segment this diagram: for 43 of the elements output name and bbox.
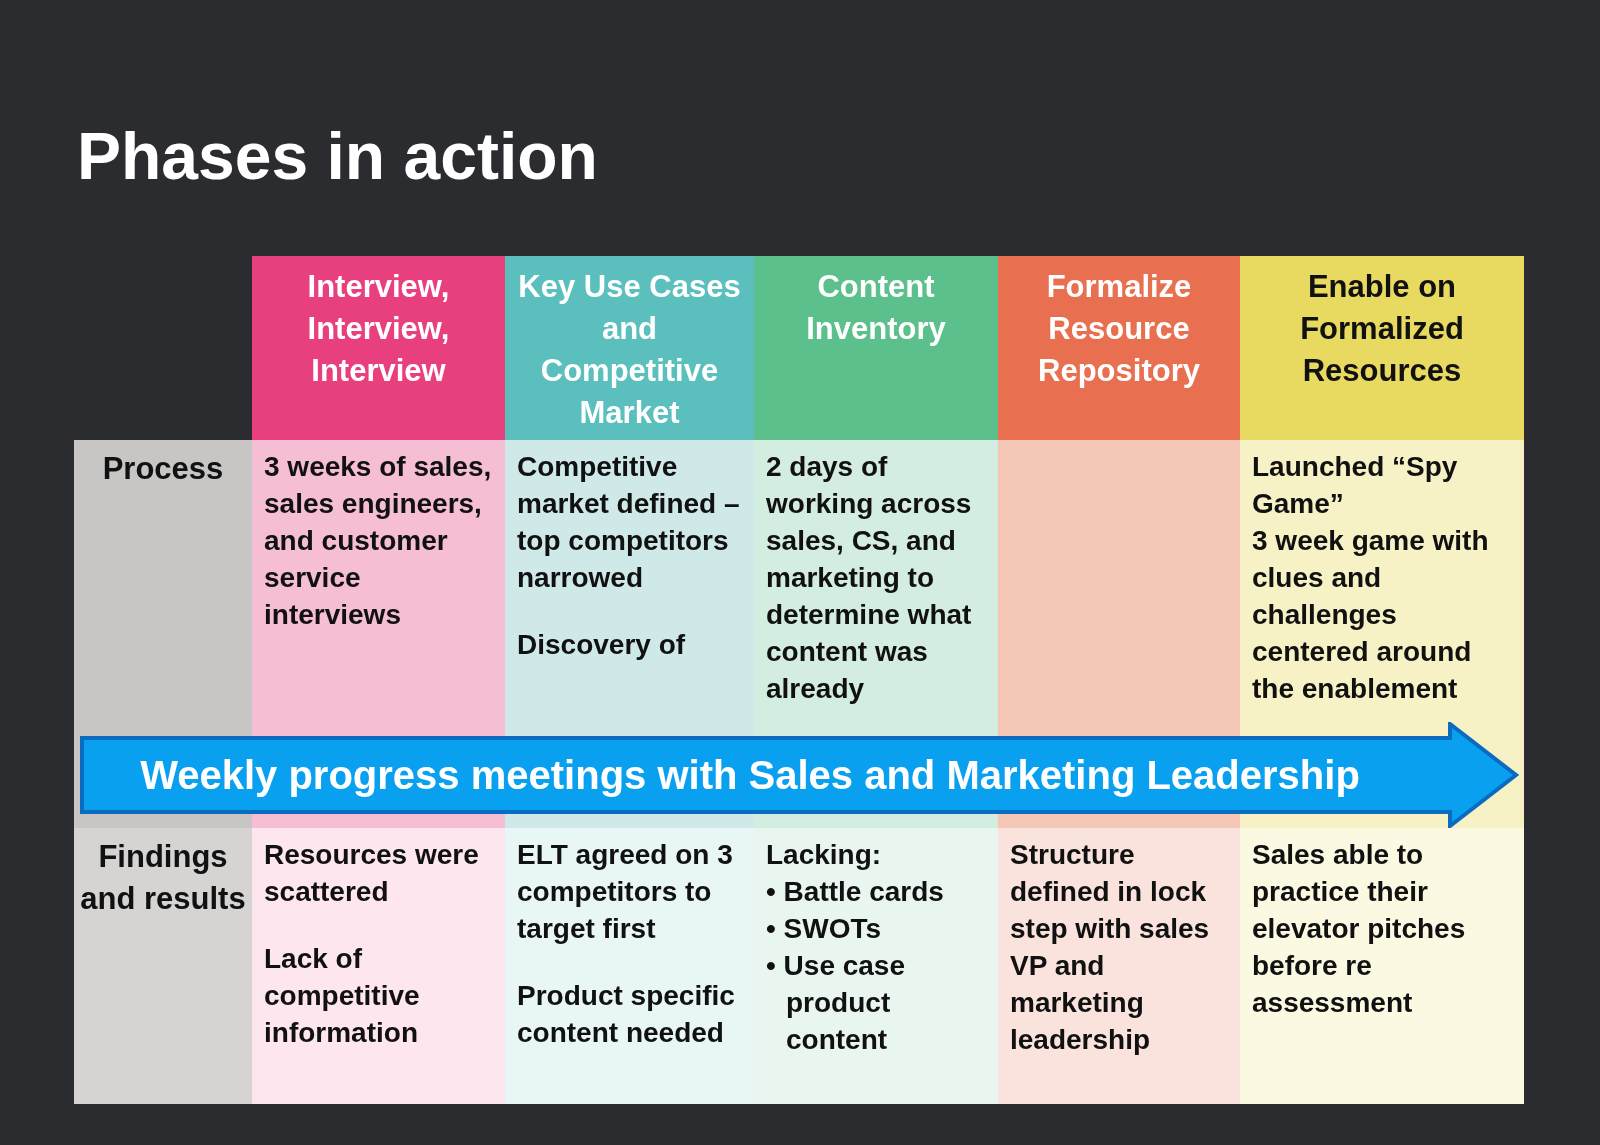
header-text: Formalize Resource Repository (1037, 268, 1201, 390)
row-label: Findings and results (80, 838, 246, 918)
cell-text: 3 weeks of sales, sales engineers, and customer service interviews (264, 450, 493, 632)
cell-text: Lack of competitive information (264, 942, 421, 1050)
list-item: • SWOTs (766, 912, 883, 946)
column-header (998, 256, 1240, 440)
column-header (754, 256, 998, 440)
row-label: Process (101, 450, 225, 488)
cell-text: Product specific content needed (517, 979, 736, 1050)
table-cell (1240, 828, 1524, 1104)
banner-text: Weekly progress meetings with Sales and Marketing Leadership (139, 752, 1361, 799)
table-cell (754, 440, 998, 722)
cell-text: Structure defined in lock step with sales VP and marketing leadership (1010, 838, 1211, 1057)
cell-text: Lacking: (766, 838, 883, 872)
table-cell (1240, 440, 1524, 722)
cell-text: Discovery of (517, 628, 687, 662)
row-header (74, 440, 252, 722)
column-header (252, 256, 505, 440)
table-cell (252, 828, 505, 1104)
column-header (1240, 256, 1524, 440)
table-cell (252, 440, 505, 722)
cell-text: Sales able to practice their elevator pitches before re assessment (1252, 838, 1467, 1020)
cell-text: 2 days of working across sales, CS, and marketing to determine what content was already (766, 450, 973, 706)
header-text: Enable on Formalized Resources (1299, 268, 1465, 390)
table-cell (998, 440, 1240, 722)
list-item: • Use case product content (766, 949, 906, 1057)
cell-text: Resources were scattered (264, 838, 480, 909)
header-text: Interview, Interview, Interview (306, 268, 451, 390)
row-header (74, 828, 252, 1104)
cell-text: Competitive market defined – top competitors narrowed (517, 450, 741, 595)
cell-text: Launched “Spy Game” (1252, 450, 1459, 521)
table-cell (998, 828, 1240, 1104)
table-cell (505, 440, 754, 722)
cell-text: ELT agreed on 3 competitors to target first (517, 838, 734, 946)
table-cell (505, 828, 754, 1104)
list-item: • Battle cards (766, 875, 945, 909)
table-cell (754, 828, 998, 1104)
cell-text: 3 week game with clues and challenges centered around the enablement (1252, 524, 1490, 706)
header-text: Content Inventory (805, 268, 947, 348)
banner-arrow (80, 722, 1520, 828)
column-header (505, 256, 754, 440)
slide-title: Phases in action (77, 118, 598, 194)
header-text: Key Use Cases and Competitive Market (517, 268, 742, 432)
